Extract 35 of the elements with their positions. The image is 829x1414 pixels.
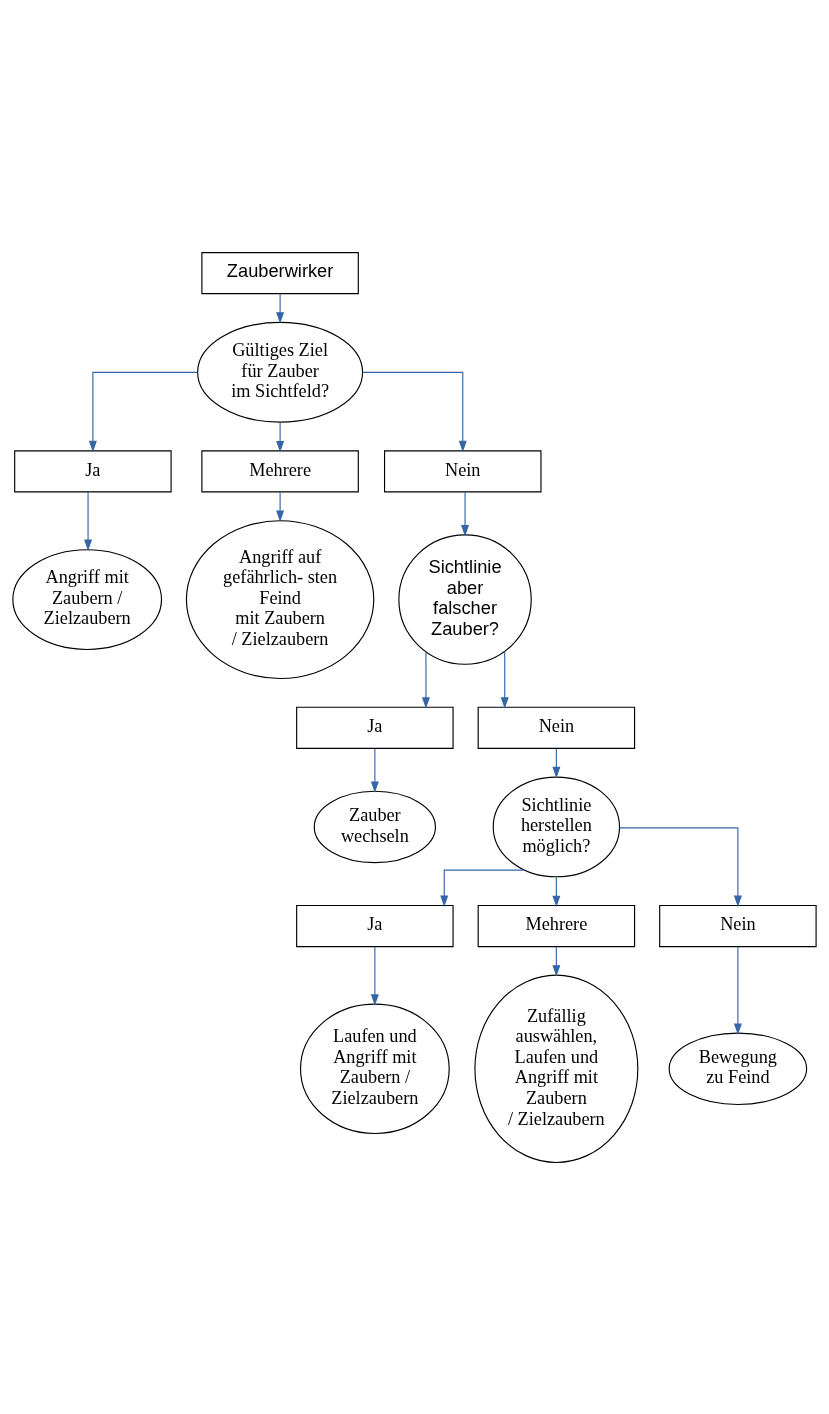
node-ellipse: Angriff mit Zaubern / Zielzaubern <box>12 548 163 650</box>
arrow <box>84 490 93 551</box>
node-circle: Sichtlinie aber falscher Zauber? <box>398 533 532 665</box>
arrow <box>552 876 561 907</box>
arrow <box>370 945 379 1006</box>
arrow <box>88 371 198 452</box>
node-box: Ja <box>296 904 454 947</box>
arrow <box>440 869 526 907</box>
node-box: Nein <box>384 449 542 492</box>
arrow <box>370 747 379 793</box>
node-box: Mehrere <box>201 449 359 492</box>
arrow <box>500 650 509 709</box>
node-box: Mehrere <box>477 904 636 947</box>
node-ellipse: Gültiges Ziel für Zauber im Sichtfeld? <box>197 321 364 423</box>
arrow <box>461 490 470 536</box>
arrow <box>362 371 467 452</box>
node-ellipse: Bewegung zu Feind <box>668 1032 808 1105</box>
node-ellipse: Sichtlinie herstellen möglich? <box>492 776 621 877</box>
arrow <box>552 945 561 977</box>
node-ellipse: Angriff auf gefährlich- sten Feind mit Zaubern / Zielzaubern <box>185 519 375 679</box>
arrow <box>733 945 742 1035</box>
arrow <box>276 490 285 522</box>
node-ellipse: Zufällig auswählen, Laufen und Angriff mit Zaubern / Zielzaubern <box>474 974 639 1163</box>
node-box: Nein <box>659 904 817 947</box>
node-box: Ja <box>296 706 454 749</box>
node-ellipse: Laufen und Angriff mit Zaubern / Zielzaubern <box>299 1003 450 1134</box>
arrow <box>421 650 430 709</box>
node-box: Nein <box>477 706 636 749</box>
arrow <box>276 421 285 452</box>
arrow <box>276 293 285 324</box>
node-box: Zauberwirker <box>201 251 359 294</box>
arrow <box>618 826 742 907</box>
arrow <box>552 747 561 778</box>
node-box: Ja <box>14 449 172 492</box>
node-ellipse: Zauber wechseln <box>313 790 436 863</box>
